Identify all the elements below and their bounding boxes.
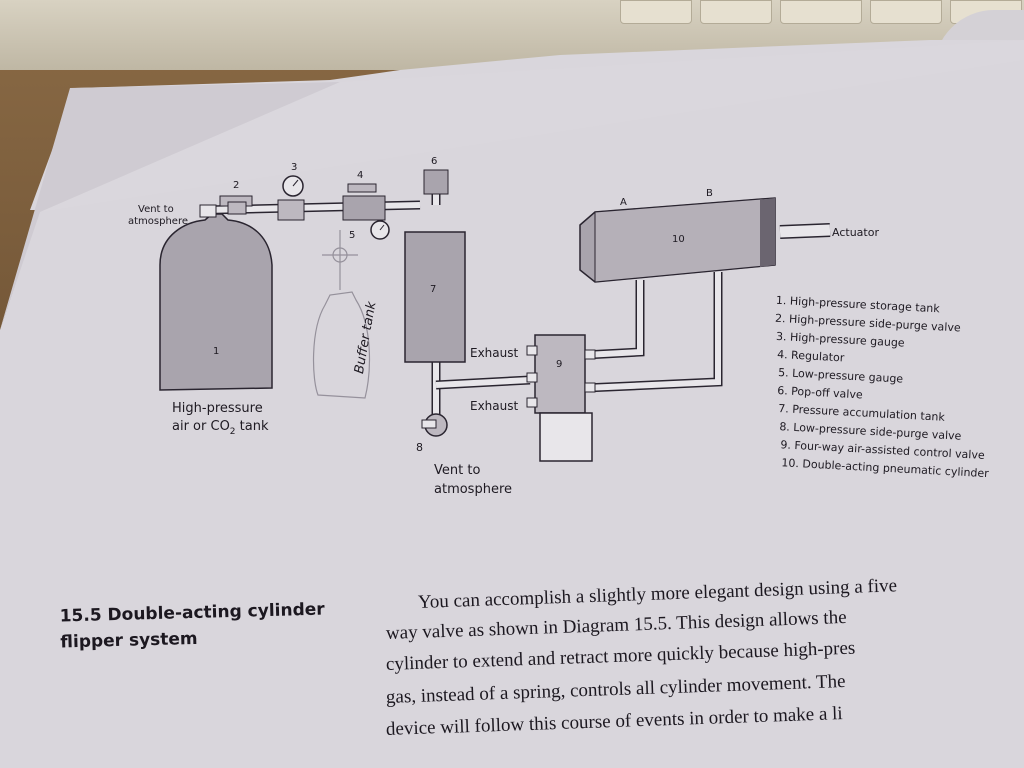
label-6: 6	[431, 156, 437, 167]
tank-label-2: air or CO2 tank	[172, 419, 269, 437]
actuator-label: Actuator	[832, 226, 879, 239]
vent-label-bottom-1: Vent to	[434, 463, 480, 478]
vent-label-bottom-2: atmosphere	[434, 482, 512, 497]
legend-item: 4. Regulator	[777, 348, 845, 365]
label-10: 10	[672, 234, 685, 245]
tank-label-1: High-pressure	[172, 401, 263, 416]
keyboard	[0, 0, 1024, 70]
label-1: 1	[213, 346, 219, 357]
figure-caption: 15.5 Double-acting cylinder flipper syst…	[59, 597, 325, 656]
tank-label-text: air or CO	[172, 419, 230, 434]
legend-item: 3. High-pressure gauge	[776, 330, 905, 350]
label-3: 3	[291, 162, 297, 173]
label-8: 8	[416, 441, 423, 454]
tank-label-end: tank	[236, 419, 269, 434]
label-a: A	[620, 197, 627, 208]
label-2: 2	[233, 180, 239, 191]
exhaust-label-bottom: Exhaust	[470, 399, 519, 413]
label-7: 7	[430, 284, 436, 295]
label-5: 5	[349, 230, 355, 241]
handwritten-buffer-label: Buffer tank	[352, 300, 380, 375]
legend-item: 5. Low-pressure gauge	[778, 366, 904, 386]
exhaust-label-top: Exhaust	[470, 346, 519, 360]
label-b: B	[706, 188, 713, 199]
tank-label-subscript: 2	[230, 427, 236, 437]
legend: 1. High-pressure storage tank 2. High-pr…	[775, 294, 990, 480]
label-4: 4	[357, 170, 363, 181]
legend-item: 6. Pop-off valve	[777, 384, 863, 401]
label-9: 9	[556, 359, 562, 370]
